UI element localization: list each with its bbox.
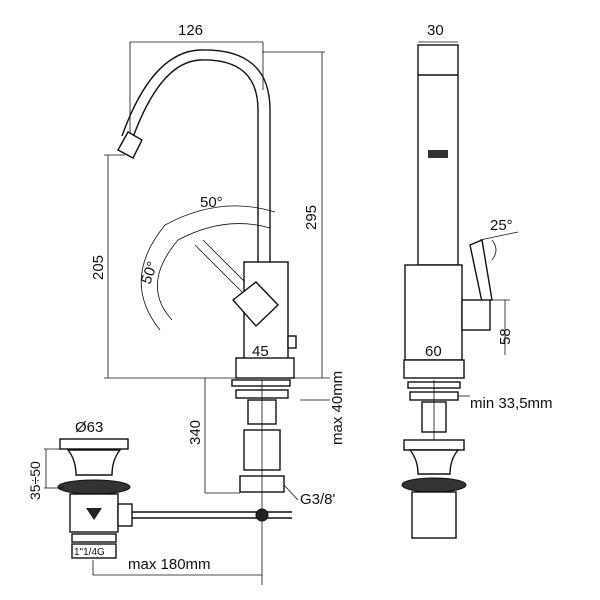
dim-max-40mm: max 40mm (329, 371, 346, 445)
dim-max-180mm: max 180mm (128, 556, 211, 573)
dim-min-33-5mm: min 33,5mm (470, 395, 553, 412)
angle-25: 25° (490, 217, 513, 234)
dim-base-45: 45 (252, 343, 269, 360)
dim-shank-340: 340 (187, 420, 204, 445)
dim-handle-58: 58 (497, 328, 514, 345)
label-thread-1-1-4g: 1"1/4G (74, 547, 105, 558)
dim-height-295: 295 (303, 205, 320, 230)
dim-base-60: 60 (425, 343, 442, 360)
label-g38: G3/8' (300, 491, 336, 508)
side-view: 30 25° 58 60 min 33,5mm (401, 22, 553, 539)
dim-width-30: 30 (427, 22, 444, 39)
dim-width-126: 126 (178, 22, 203, 39)
dim-diameter-63: Ø63 (75, 419, 103, 436)
pop-up-drain: Ø63 1"1/4G 35÷50 (27, 419, 133, 559)
front-view: 126 295 205 50° 50° 45 max 40mm (90, 22, 346, 585)
dim-spout-205: 205 (90, 255, 107, 280)
angle-top-50: 50° (200, 194, 223, 211)
angle-side-50: 50° (138, 259, 162, 286)
dim-height-35-50: 35÷50 (27, 461, 43, 500)
